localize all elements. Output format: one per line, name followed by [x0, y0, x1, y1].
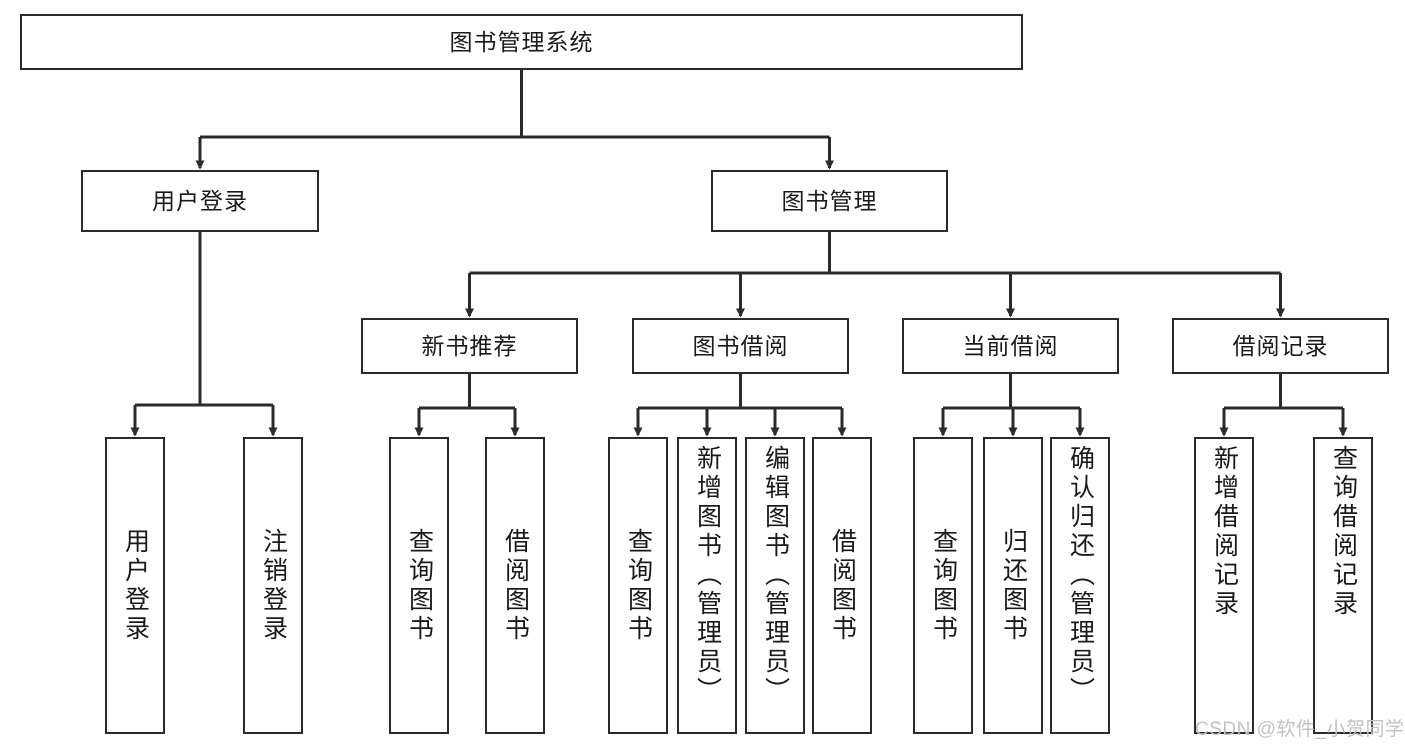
- node-leaf-return-book[interactable]: 归还图书: [983, 437, 1043, 734]
- node-leaf-confirm-return-label: 确认归还（管理员）: [1066, 445, 1095, 706]
- node-leaf-query-book-current[interactable]: 查询图书: [913, 437, 973, 734]
- node-root-label: 图书管理系统: [449, 28, 594, 55]
- node-leaf-user-login-label: 用户登录: [121, 527, 150, 644]
- node-leaf-user-logout-label: 注销登录: [259, 527, 288, 644]
- node-book-borrow-label: 图书借阅: [692, 332, 789, 359]
- node-leaf-query-book-borrow[interactable]: 查询图书: [608, 437, 668, 734]
- node-leaf-borrow-book-label: 借阅图书: [828, 527, 857, 644]
- node-leaf-confirm-return[interactable]: 确认归还（管理员）: [1050, 437, 1110, 734]
- node-user-login[interactable]: 用户登录: [81, 170, 319, 232]
- node-current-borrow-label: 当前借阅: [962, 332, 1059, 359]
- node-book-borrow[interactable]: 图书借阅: [632, 318, 849, 374]
- node-leaf-user-logout[interactable]: 注销登录: [243, 437, 303, 734]
- node-current-borrow[interactable]: 当前借阅: [902, 318, 1119, 374]
- node-leaf-return-book-label: 归还图书: [999, 527, 1028, 644]
- node-leaf-add-book[interactable]: 新增图书（管理员）: [677, 437, 737, 734]
- node-new-book-recommend[interactable]: 新书推荐: [361, 318, 578, 374]
- node-book-manage-label: 图书管理: [781, 187, 878, 214]
- node-leaf-query-borrow-record-label: 查询借阅记录: [1329, 445, 1358, 619]
- node-leaf-query-book-current-label: 查询图书: [929, 527, 958, 644]
- node-book-manage[interactable]: 图书管理: [711, 170, 948, 232]
- node-leaf-borrow-book-new[interactable]: 借阅图书: [485, 437, 545, 734]
- node-new-book-recommend-label: 新书推荐: [421, 332, 518, 359]
- node-borrow-record[interactable]: 借阅记录: [1172, 318, 1389, 374]
- node-leaf-query-book-borrow-label: 查询图书: [624, 527, 653, 644]
- node-leaf-edit-book[interactable]: 编辑图书（管理员）: [745, 437, 805, 734]
- node-leaf-user-login[interactable]: 用户登录: [105, 437, 165, 734]
- node-leaf-add-book-label: 新增图书（管理员）: [693, 445, 722, 706]
- csdn-watermark: CSDN @软件_小贺同学: [1195, 719, 1405, 740]
- node-leaf-query-book-new-label: 查询图书: [405, 527, 434, 644]
- node-leaf-borrow-book-new-label: 借阅图书: [501, 527, 530, 644]
- node-leaf-edit-book-label: 编辑图书（管理员）: [761, 445, 790, 706]
- node-leaf-query-borrow-record[interactable]: 查询借阅记录: [1313, 437, 1373, 734]
- node-root[interactable]: 图书管理系统: [20, 14, 1023, 70]
- node-leaf-query-book-new[interactable]: 查询图书: [389, 437, 449, 734]
- node-borrow-record-label: 借阅记录: [1232, 332, 1329, 359]
- node-user-login-label: 用户登录: [152, 187, 248, 214]
- node-leaf-borrow-book[interactable]: 借阅图书: [812, 437, 872, 734]
- node-leaf-add-borrow-record[interactable]: 新增借阅记录: [1194, 437, 1254, 734]
- node-leaf-add-borrow-record-label: 新增借阅记录: [1210, 445, 1239, 619]
